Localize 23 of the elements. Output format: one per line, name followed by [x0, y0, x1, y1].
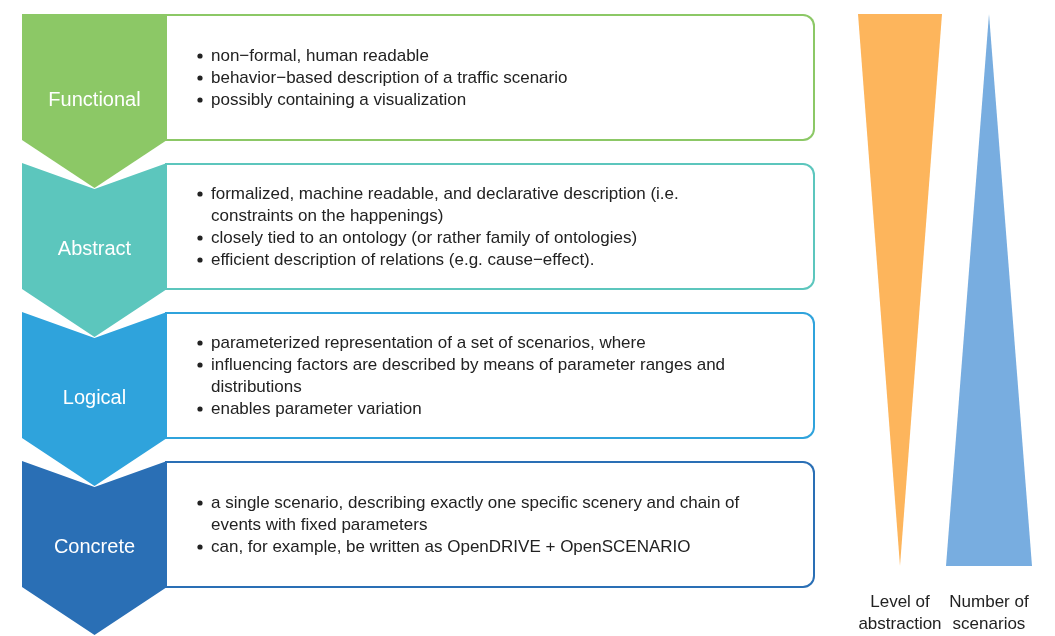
bullet-text: closely tied to an ontology (or rather family of ontologies) — [195, 226, 638, 249]
chevron-shape — [22, 14, 167, 190]
bullet-text: enables parameter variation — [195, 397, 422, 420]
stage-label: Functional — [47, 88, 142, 111]
description-box — [165, 163, 815, 290]
bullet-text: behavior−based description of a traffic scenario — [195, 66, 568, 89]
description-box — [165, 14, 815, 141]
chevron-shape — [22, 163, 167, 339]
stage-label: Logical — [61, 386, 128, 409]
triangle-caption: Level of abstraction — [857, 591, 943, 635]
bullet-text: efficient description of relations (e.g. cause−effect). — [195, 248, 595, 271]
bullet-text: possibly containing a visualization — [195, 88, 467, 111]
bullet-text: can, for example, be written as OpenDRIVE + OpenSCENARIO — [195, 535, 691, 558]
chevron-shape — [22, 461, 167, 636]
chevron-shape — [22, 312, 167, 488]
description-box — [165, 312, 815, 439]
bullet-text: formalized, machine readable, and declarative description (i.e. constraints on the happenings) — [195, 182, 751, 227]
stage-label: Concrete — [52, 535, 137, 558]
description-box — [165, 461, 815, 588]
triangle-caption: Number of scenarios — [948, 591, 1030, 635]
stage-label: Abstract — [56, 237, 133, 260]
bullet-text: parameterized representation of a set of scenarios, where — [195, 331, 646, 354]
bullet-text: non−formal, human readable — [195, 44, 429, 67]
